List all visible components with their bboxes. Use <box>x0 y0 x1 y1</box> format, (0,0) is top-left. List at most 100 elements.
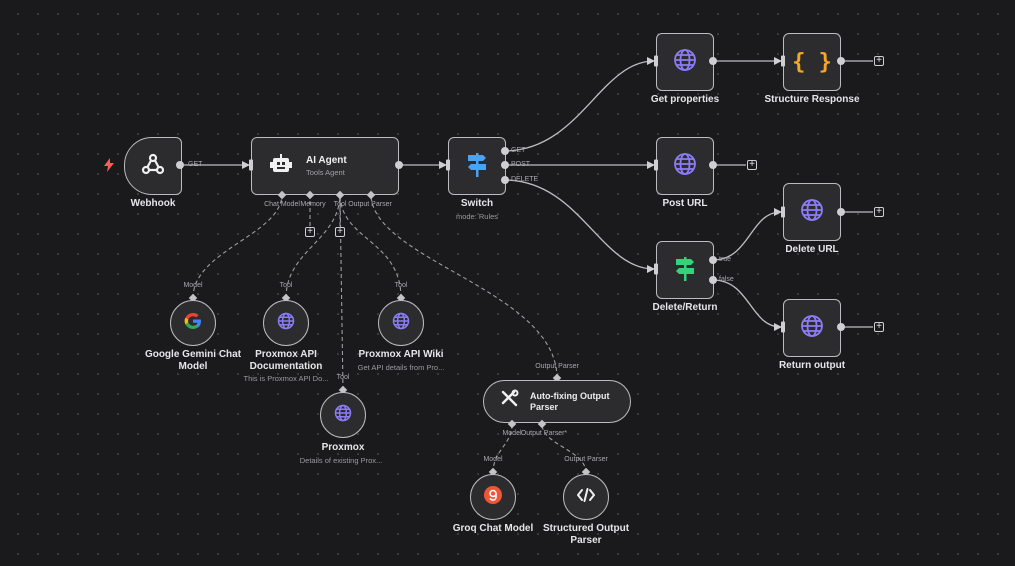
proxmox-wiki-connection-tag: Tool <box>394 282 408 289</box>
globe-icon <box>800 198 824 227</box>
proxmox-docs-label: Proxmox API Documentation <box>250 349 323 373</box>
switch-label: Switch <box>460 198 494 209</box>
webhook-port-label: GET <box>188 161 203 168</box>
lightning-bolt-icon <box>104 158 114 175</box>
gemini-label: Google Gemini Chat Model <box>145 349 241 373</box>
delete-url-output-port[interactable] <box>837 208 845 216</box>
delete-return-node[interactable] <box>656 241 714 299</box>
switch-subtitle: mode: Rules <box>455 212 499 221</box>
proxmox-docs-connection-tag: Tool <box>279 282 293 289</box>
globe-icon <box>673 152 697 181</box>
auto-fixing-title-line1: Auto-fixing Output <box>530 390 610 401</box>
edge-docs-tool <box>285 193 341 299</box>
proxmox-docs-label-line2: Documentation <box>249 361 323 372</box>
edge-false-return <box>712 279 782 331</box>
post-url-input-port[interactable] <box>654 159 658 171</box>
add-after-structure-button[interactable]: + <box>874 56 884 66</box>
switch-input-port[interactable] <box>446 159 450 171</box>
get-properties-input-port[interactable] <box>654 55 658 67</box>
proxmox-docs-label-line1: Proxmox API <box>255 349 317 360</box>
post-url-label: Post URL <box>662 198 708 209</box>
globe-icon <box>800 314 824 343</box>
gemini-label-line2: Model <box>178 361 208 372</box>
add-memory-button[interactable]: + <box>305 227 315 237</box>
groq-node[interactable] <box>470 474 516 520</box>
proxmox-docs-subtitle: This is Proxmox API Do... <box>243 374 329 383</box>
ai-agent-node[interactable]: AI Agent Tools Agent <box>251 137 399 195</box>
ai-agent-title: AI Agent <box>306 155 347 166</box>
add-tool-button[interactable]: + <box>335 227 345 237</box>
delete-return-output-false[interactable] <box>709 276 717 284</box>
post-url-node[interactable] <box>656 137 714 195</box>
switch-output-post[interactable] <box>501 161 509 169</box>
delete-return-label-true: true <box>719 256 732 263</box>
webhook-node[interactable] <box>124 137 182 195</box>
post-url-output-port[interactable] <box>709 161 717 169</box>
proxmox-wiki-node[interactable] <box>378 300 424 346</box>
switch-output-label-delete: DELETE <box>511 176 539 183</box>
delete-url-input-port[interactable] <box>781 206 785 218</box>
get-properties-output-port[interactable] <box>709 57 717 65</box>
add-after-return-button[interactable]: + <box>874 322 884 332</box>
globe-icon <box>277 312 295 335</box>
edge-switch-get <box>503 57 655 152</box>
structure-response-input-port[interactable] <box>781 55 785 67</box>
proxmox-connection-tag: Tool <box>336 374 350 381</box>
delete-return-label-false: false <box>719 276 734 283</box>
structured-parser-node[interactable] <box>563 474 609 520</box>
switch-output-delete[interactable] <box>501 176 509 184</box>
groq-label: Groq Chat Model <box>452 523 534 534</box>
add-after-post-button[interactable]: + <box>747 160 757 170</box>
gemini-connection-tag: Model <box>183 282 203 289</box>
proxmox-node[interactable] <box>320 392 366 438</box>
edge-true-delete <box>712 208 782 261</box>
groq-logo-icon <box>484 485 502 509</box>
groq-connection-tag: Model <box>483 456 503 463</box>
agent-port-label-output-parser: Output Parser <box>348 201 392 208</box>
return-output-node[interactable] <box>783 299 841 357</box>
structured-parser-connection-tag: Output Parser <box>564 456 608 463</box>
delete-return-label: Delete/Return <box>652 302 718 313</box>
switch-output-get[interactable] <box>501 147 509 155</box>
globe-icon <box>673 48 697 77</box>
ai-agent-input-port[interactable] <box>249 159 253 171</box>
delete-url-node[interactable] <box>783 183 841 241</box>
delete-return-output-true[interactable] <box>709 256 717 264</box>
add-after-delete-button[interactable]: + <box>874 207 884 217</box>
delete-return-input-port[interactable] <box>654 263 658 275</box>
webhook-label: Webhook <box>130 198 176 209</box>
structure-response-output-port[interactable] <box>837 57 845 65</box>
globe-icon <box>392 312 410 335</box>
edge-proxmox-tool <box>339 193 344 391</box>
ai-agent-output-port[interactable] <box>395 161 403 169</box>
proxmox-docs-node[interactable] <box>263 300 309 346</box>
code-brackets-icon <box>577 487 595 507</box>
switch-node[interactable] <box>448 137 506 195</box>
webhook-output-port[interactable] <box>176 161 184 169</box>
delete-url-label: Delete URL <box>785 244 839 255</box>
signpost-icon <box>465 151 489 182</box>
agent-port-label-memory: Memory <box>300 201 326 208</box>
globe-icon <box>334 404 352 427</box>
proxmox-wiki-subtitle: Get API details from Pro... <box>357 363 445 372</box>
return-output-output-port[interactable] <box>837 323 845 331</box>
structured-parser-label-line2: Parser <box>570 535 602 546</box>
auto-fixing-port-label-model: Model <box>502 430 522 437</box>
proxmox-label: Proxmox <box>321 442 365 453</box>
proxmox-wiki-label: Proxmox API Wiki <box>358 349 444 360</box>
google-gemini-node[interactable] <box>170 300 216 346</box>
webhook-icon <box>140 151 166 182</box>
structure-response-label: Structure Response <box>764 94 860 105</box>
switch-output-label-get: GET <box>511 147 526 154</box>
curly-braces-icon: { } <box>792 49 832 75</box>
auto-fixing-port-label-output-parser: Output Parser* <box>520 430 568 437</box>
get-properties-node[interactable] <box>656 33 714 91</box>
get-properties-label: Get properties <box>650 94 720 105</box>
auto-fixing-parser-node[interactable]: Auto-fixing Output Parser <box>483 380 631 423</box>
ai-agent-subtitle: Tools Agent <box>306 168 345 177</box>
return-output-input-port[interactable] <box>781 321 785 333</box>
agent-port-label-chat-model: Chat Model <box>264 201 300 208</box>
auto-fixing-title-line2: Parser <box>530 401 559 412</box>
structure-response-node[interactable]: { } <box>783 33 841 91</box>
signpost-icon <box>673 255 697 286</box>
